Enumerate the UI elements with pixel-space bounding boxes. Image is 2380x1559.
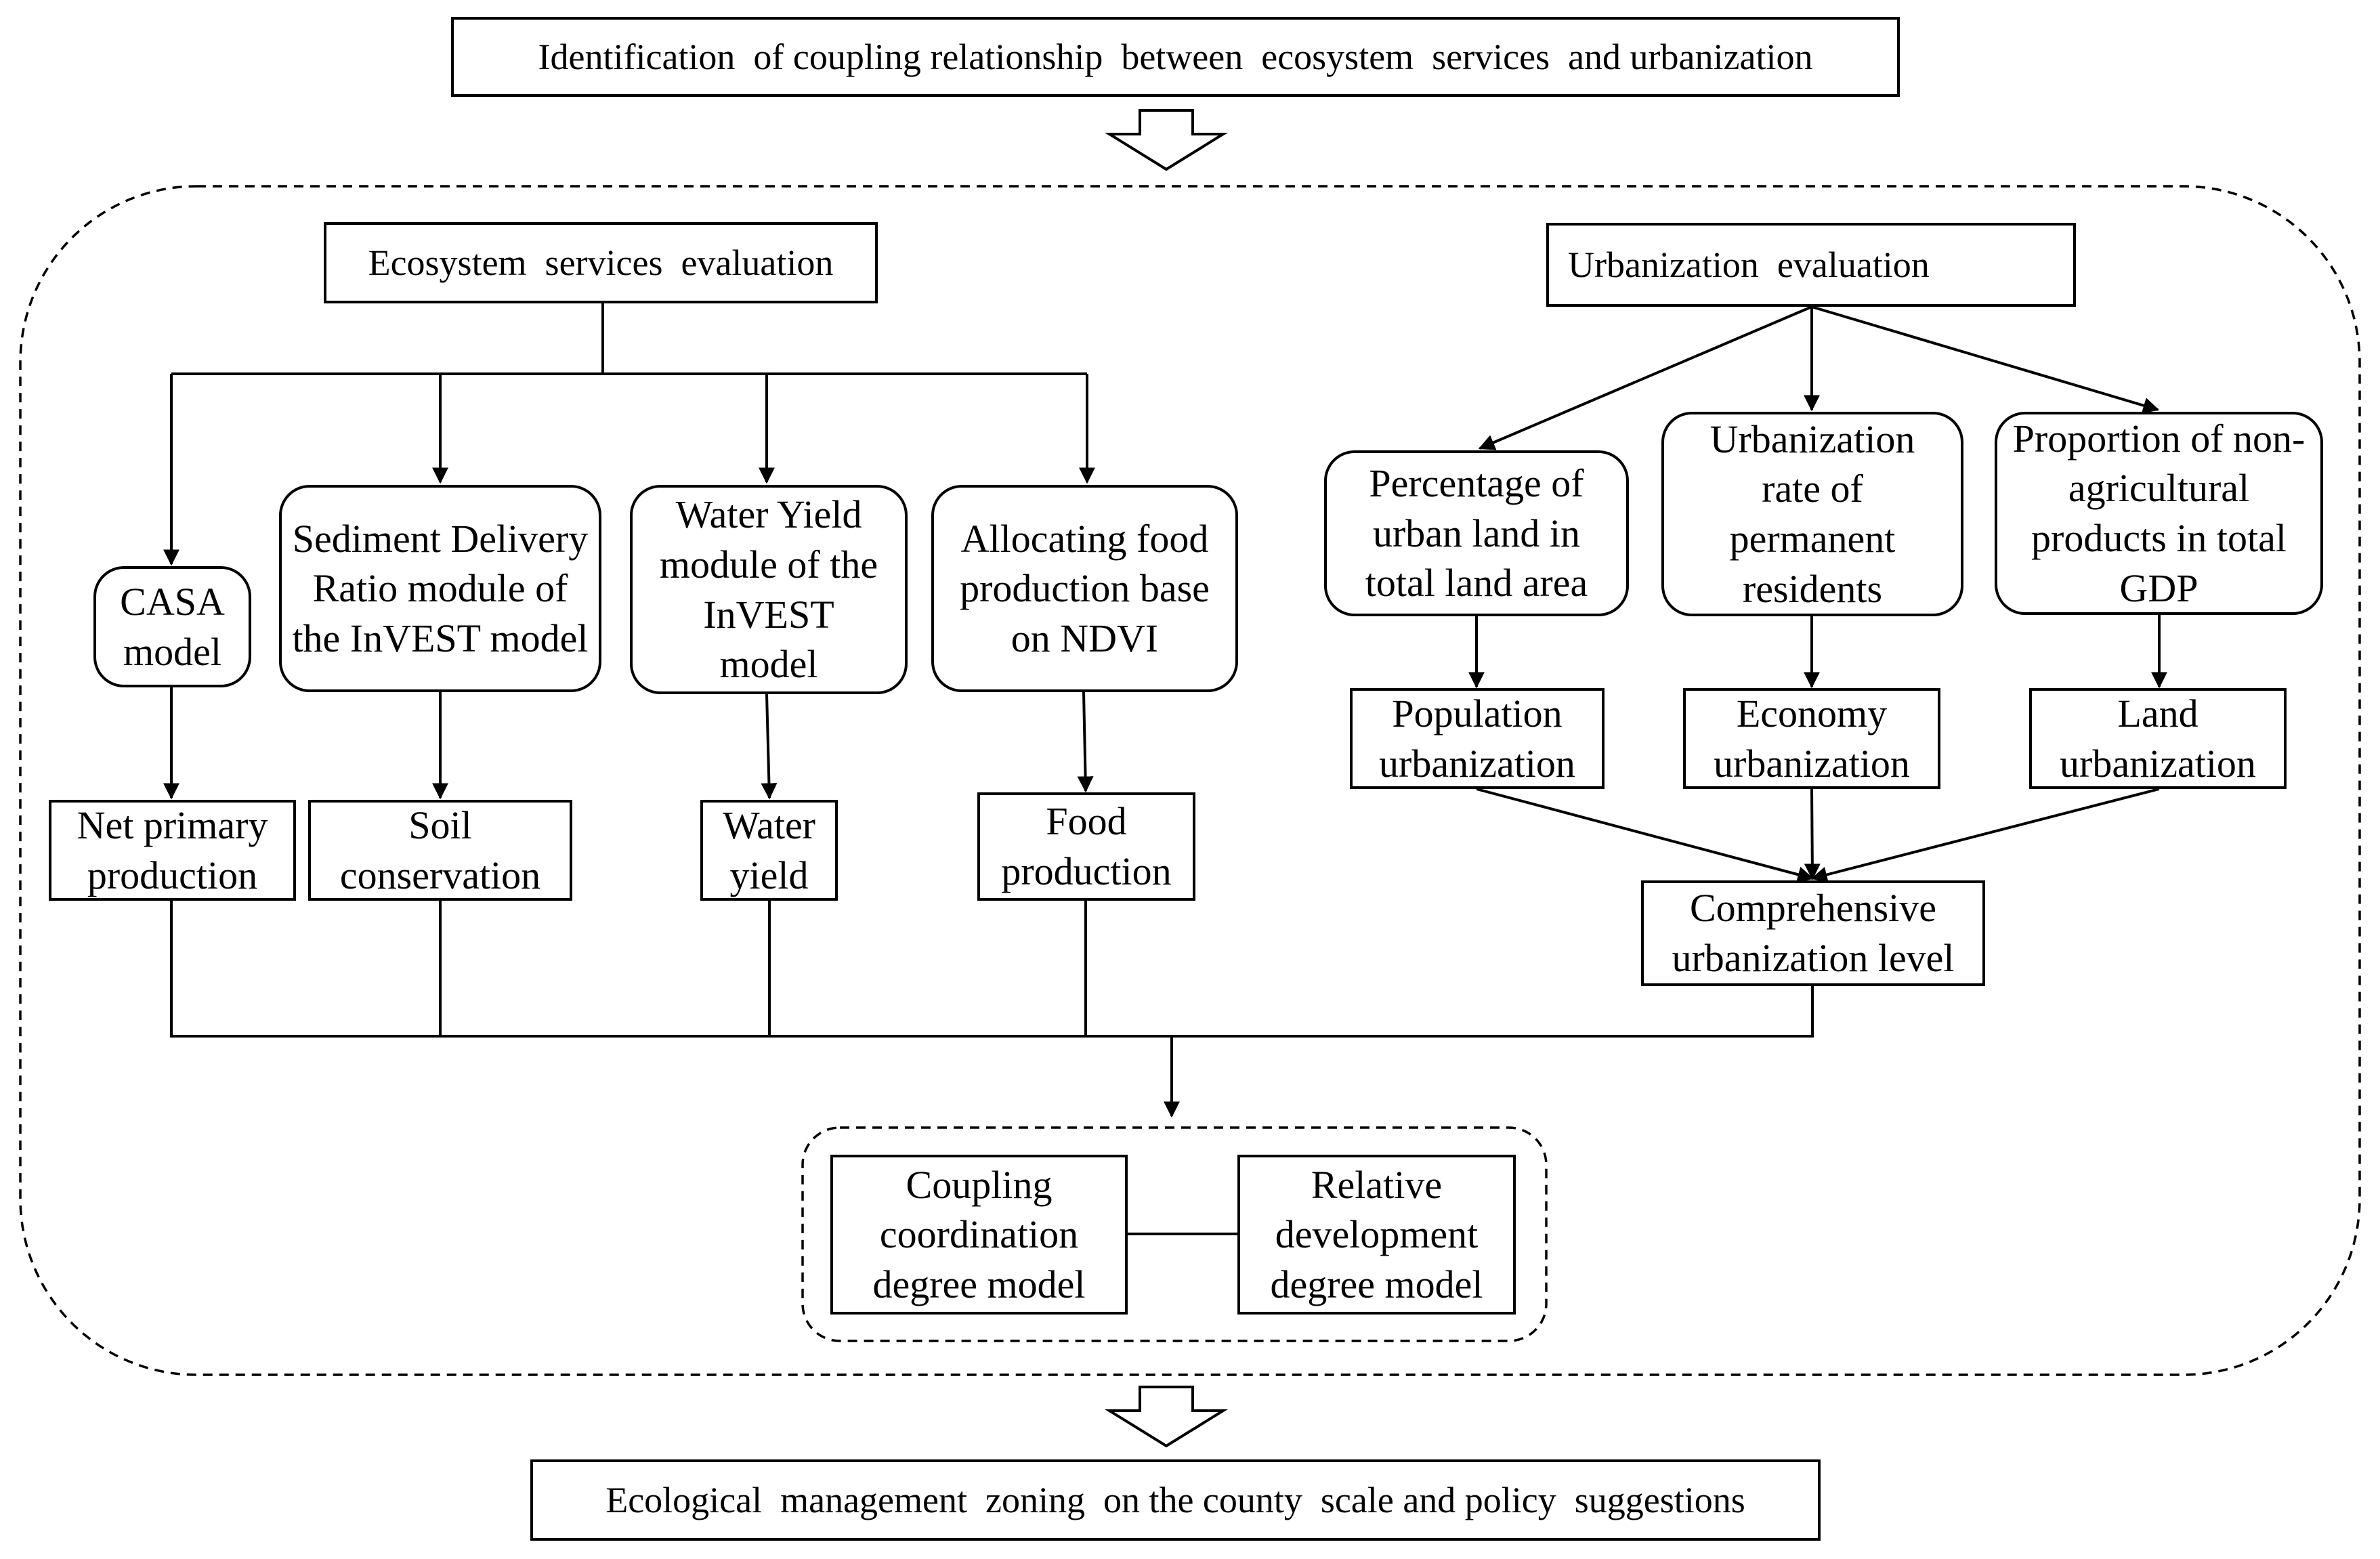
hollow-arrow-top bbox=[1104, 109, 1229, 171]
population-urbanization-box: Population urbanization bbox=[1350, 688, 1605, 789]
economy-urbanization-box: Economy urbanization bbox=[1683, 688, 1940, 789]
models-container bbox=[801, 1126, 1548, 1342]
comprehensive-urbanization-level-box: Comprehensive urbanization level bbox=[1641, 880, 1985, 986]
net-primary-production-box: Net primary production bbox=[49, 800, 296, 901]
sdr-invest-module-text: Sediment Delivery Ratio module of the In… bbox=[292, 516, 589, 660]
net-primary-production-text: Net primary production bbox=[77, 803, 268, 897]
ecosystem-services-evaluation-box: Ecosystem services evaluation bbox=[324, 222, 878, 303]
relative-development-model-text: Relative development degree model bbox=[1270, 1162, 1483, 1306]
comprehensive-urbanization-level-text: Comprehensive urbanization level bbox=[1672, 886, 1955, 980]
sdr-invest-module-box: Sediment Delivery Ratio module of the In… bbox=[279, 485, 601, 692]
water-yield-text: Water yield bbox=[722, 803, 815, 897]
land-urbanization-box: Land urbanization bbox=[2029, 688, 2287, 789]
non-agricultural-gdp-box: Proportion of non-agricultural products … bbox=[1995, 412, 2323, 615]
food-allocation-ndvi-text: Allocating food production base on NDVI bbox=[960, 516, 1210, 660]
permanent-residents-rate-box: Urbanization rate of permanent residents bbox=[1661, 412, 1963, 616]
soil-conservation-text: Soil conservation bbox=[339, 803, 541, 897]
population-urbanization-text: Population urbanization bbox=[1379, 691, 1575, 786]
ecological-management-zoning-box: Ecological management zoning on the coun… bbox=[530, 1459, 1821, 1541]
economy-urbanization-text: Economy urbanization bbox=[1714, 691, 1910, 786]
casa-model-box: CASA model bbox=[93, 566, 251, 687]
coupling-coordination-model-box: Coupling coordination degree model bbox=[830, 1155, 1128, 1315]
urbanization-evaluation-box: Urbanization evaluation bbox=[1546, 223, 2076, 307]
coupling-coordination-model-text: Coupling coordination degree model bbox=[872, 1162, 1086, 1306]
main-framework-container bbox=[19, 185, 2361, 1376]
urban-land-percentage-text: Percentage of urban land in total land a… bbox=[1365, 461, 1588, 605]
relative-development-model-box: Relative development degree model bbox=[1237, 1155, 1516, 1315]
food-allocation-ndvi-box: Allocating food production base on NDVI bbox=[931, 485, 1238, 692]
water-yield-invest-module-text: Water Yield module of the InVEST model bbox=[659, 492, 878, 687]
food-production-box: Food production bbox=[977, 792, 1195, 901]
ecosystem-services-evaluation-text: Ecosystem services evaluation bbox=[368, 242, 834, 283]
soil-conservation-box: Soil conservation bbox=[308, 800, 572, 901]
coupling-identification-text: Identification of coupling relationship … bbox=[538, 36, 1813, 77]
coupling-identification-box: Identification of coupling relationship … bbox=[451, 17, 1900, 97]
urbanization-evaluation-text: Urbanization evaluation bbox=[1568, 244, 1930, 285]
urban-land-percentage-box: Percentage of urban land in total land a… bbox=[1324, 450, 1629, 616]
hollow-arrow-bottom bbox=[1104, 1386, 1229, 1448]
permanent-residents-rate-text: Urbanization rate of permanent residents bbox=[1709, 417, 1915, 611]
water-yield-invest-module-box: Water Yield module of the InVEST model bbox=[630, 485, 908, 694]
food-production-text: Food production bbox=[1001, 799, 1172, 893]
non-agricultural-gdp-text: Proportion of non-agricultural products … bbox=[2012, 416, 2305, 610]
casa-model-text: CASA model bbox=[120, 579, 225, 674]
ecological-management-zoning-text: Ecological management zoning on the coun… bbox=[605, 1479, 1745, 1520]
water-yield-box: Water yield bbox=[700, 800, 838, 901]
land-urbanization-text: Land urbanization bbox=[2060, 691, 2256, 786]
